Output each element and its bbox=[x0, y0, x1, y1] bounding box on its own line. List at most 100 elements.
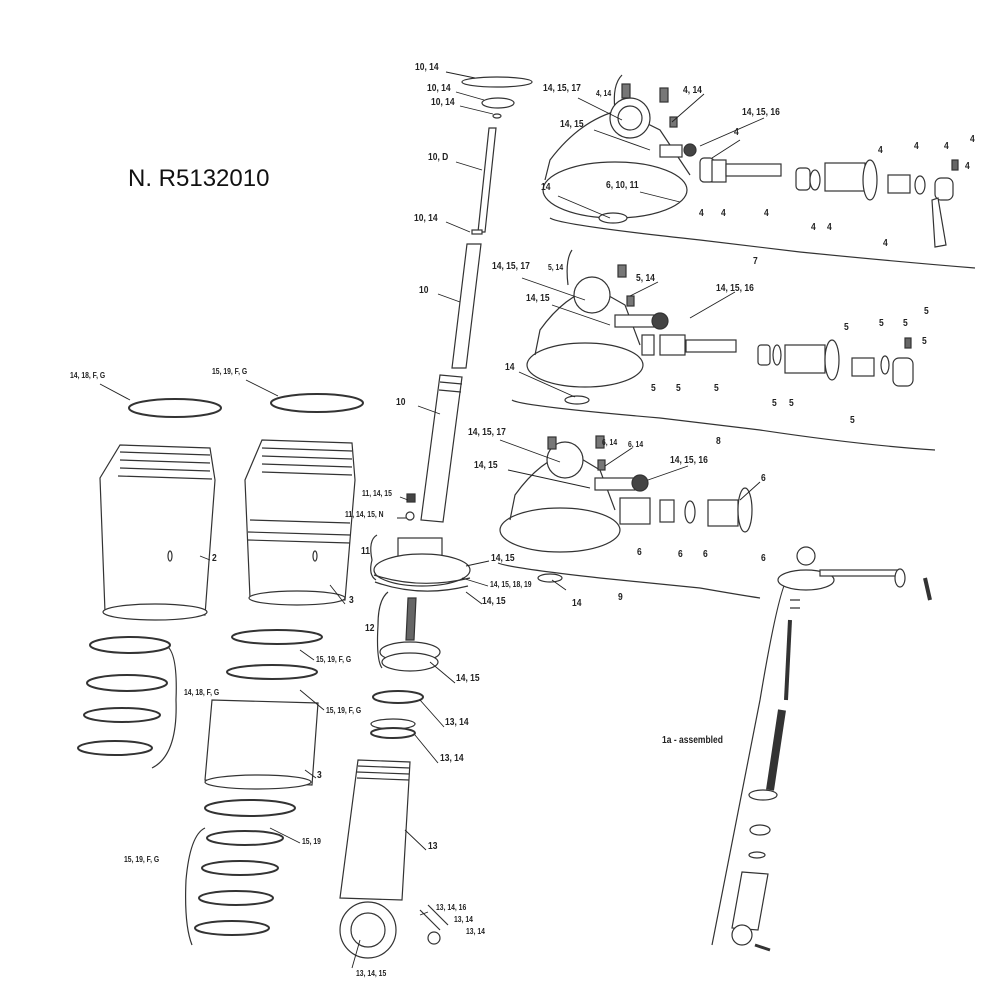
air-can-3 bbox=[244, 439, 356, 606]
head-assembly-7 bbox=[542, 83, 959, 248]
group-number: 9 bbox=[618, 592, 623, 603]
o-ring-15-19 bbox=[270, 393, 364, 413]
assembled-caption: 1a - assembled bbox=[662, 735, 723, 746]
callout: 13, 14 bbox=[466, 927, 485, 936]
callout: 4 bbox=[914, 141, 919, 152]
callout: 15, 19, F, G bbox=[316, 655, 352, 664]
callout: 5, 14 bbox=[548, 263, 564, 272]
sleeve-3 bbox=[204, 699, 319, 790]
callout: 6 bbox=[678, 549, 683, 560]
shock-body-13 bbox=[339, 759, 449, 959]
callout: 5 bbox=[676, 383, 681, 394]
group-number: 8 bbox=[716, 436, 721, 447]
callout: 12 bbox=[365, 623, 375, 634]
head-assembly-8 bbox=[526, 264, 914, 405]
callout: 6, 14 bbox=[628, 440, 644, 449]
callout: 5 bbox=[879, 318, 884, 329]
callout: 2 bbox=[212, 553, 217, 564]
callout: 14, 15, 16 bbox=[670, 455, 708, 466]
callout: 6 bbox=[761, 553, 766, 564]
callout: 14, 15 bbox=[456, 673, 480, 684]
callout: 14, 15, 18, 19 bbox=[490, 580, 532, 589]
callout: 5 bbox=[714, 383, 719, 394]
callout: 13, 14, 16 bbox=[436, 903, 467, 912]
callout: 5 bbox=[924, 306, 929, 317]
bracket-5-14 bbox=[566, 249, 573, 286]
callout: 14, 15 bbox=[482, 596, 506, 607]
callout: 10, D bbox=[428, 152, 449, 163]
callout: 6 bbox=[637, 547, 642, 558]
callout: 10, 14 bbox=[427, 83, 451, 94]
callout: 13, 14 bbox=[440, 753, 464, 764]
damper-rod-10 bbox=[405, 76, 533, 523]
callout: 14, 15, 17 bbox=[492, 261, 530, 272]
callout: 3 bbox=[349, 595, 354, 606]
callout: 13, 14 bbox=[445, 717, 469, 728]
callout: 5 bbox=[922, 336, 927, 347]
callout: 5 bbox=[903, 318, 908, 329]
callout: 5 bbox=[850, 415, 855, 426]
bracket-left-rings bbox=[151, 644, 177, 769]
callout: 13, 14, 15 bbox=[356, 969, 387, 978]
callout: 14, 18, F, G bbox=[184, 688, 220, 697]
part-number-title: N. R5132010 bbox=[128, 165, 270, 192]
callout: 14, 15, 17 bbox=[543, 83, 581, 94]
assembled-shock-1a bbox=[731, 546, 932, 952]
callout: 14 bbox=[572, 598, 582, 609]
callout: 14, 15, 16 bbox=[716, 283, 754, 294]
callout: 11, 14, 15 bbox=[362, 489, 392, 498]
group-8-bracket bbox=[511, 399, 936, 451]
callout: 10 bbox=[419, 285, 429, 296]
callout: 6, 14 bbox=[602, 438, 618, 447]
leader-lines bbox=[99, 71, 765, 969]
callout: 6, 10, 11 bbox=[606, 180, 639, 191]
air-can-2 bbox=[99, 444, 216, 621]
callout: 14 bbox=[505, 362, 515, 373]
callout: 4 bbox=[699, 208, 704, 219]
callout: 4 bbox=[764, 208, 769, 219]
callout: 4, 14 bbox=[683, 85, 702, 96]
bracket-bottom-rings bbox=[185, 827, 206, 946]
group-number: 7 bbox=[753, 256, 758, 267]
callout: 15, 19 bbox=[302, 837, 321, 846]
callout: 14, 15 bbox=[526, 293, 550, 304]
o-ring-14-18 bbox=[128, 398, 222, 418]
callout: 14, 15, 16 bbox=[742, 107, 780, 118]
bracket-12 bbox=[376, 591, 389, 669]
callout: 10, 14 bbox=[414, 213, 438, 224]
piston-11 bbox=[373, 537, 471, 592]
head-assembly-9 bbox=[499, 435, 753, 583]
valve-12 bbox=[379, 597, 441, 672]
callout: 10 bbox=[396, 397, 406, 408]
callout: 14, 15, 17 bbox=[468, 427, 506, 438]
callout: 4, 14 bbox=[596, 89, 612, 98]
callout: 6 bbox=[703, 549, 708, 560]
group-7-bracket bbox=[549, 217, 976, 269]
callout: 10, 14 bbox=[431, 97, 455, 108]
callout: 6 bbox=[761, 473, 766, 484]
callout: 4 bbox=[734, 127, 739, 138]
callout: 14, 15 bbox=[491, 553, 515, 564]
callout: 11 bbox=[361, 546, 370, 557]
callout: 14, 15 bbox=[474, 460, 498, 471]
callout: 5 bbox=[651, 383, 656, 394]
callout: 14, 15 bbox=[560, 119, 584, 130]
callout: 10, 14 bbox=[415, 62, 439, 73]
callout: 13 bbox=[428, 841, 438, 852]
callout: 4 bbox=[883, 238, 888, 249]
callout: 5 bbox=[772, 398, 777, 409]
callout: 5 bbox=[789, 398, 794, 409]
callout: 15, 19, F, G bbox=[212, 367, 248, 376]
callout: 4 bbox=[970, 134, 975, 145]
callout: 11, 14, 15, N bbox=[345, 510, 384, 519]
callout: 5 bbox=[844, 322, 849, 333]
callout: 14, 18, F, G bbox=[70, 371, 106, 380]
callout: 4 bbox=[878, 145, 883, 156]
bracket-11 bbox=[370, 534, 378, 581]
callout: 5, 14 bbox=[636, 273, 655, 284]
callout: 4 bbox=[811, 222, 816, 233]
callout: 4 bbox=[965, 161, 970, 172]
callout: 4 bbox=[721, 208, 726, 219]
